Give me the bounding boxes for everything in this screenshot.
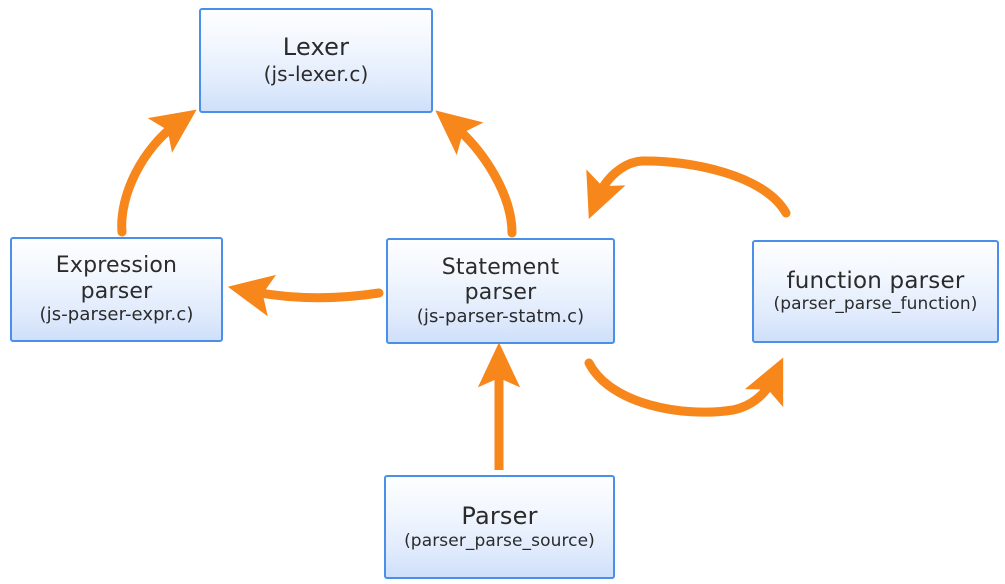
node-statement-parser[interactable]: Statement parser (js-parser-statm.c): [386, 238, 615, 344]
node-function-parser[interactable]: function parser (parser_parse_function): [752, 240, 999, 343]
node-statement-parser-title: Statement parser: [441, 254, 560, 306]
node-parser[interactable]: Parser (parser_parse_source): [384, 475, 615, 579]
edge-function-to-statement: [586, 156, 791, 219]
node-expression-parser-subtitle: (js-parser-expr.c): [39, 304, 194, 326]
node-statement-parser-subtitle: (js-parser-statm.c): [416, 305, 585, 327]
node-expression-parser[interactable]: Expression parser (js-parser-expr.c): [10, 237, 223, 342]
edge-statement-to-lexer: [435, 110, 517, 238]
node-parser-subtitle: (parser_parse_source): [404, 530, 595, 551]
node-expression-parser-title: Expression parser: [55, 253, 178, 304]
edge-statement-to-function: [584, 357, 784, 417]
edge-statement-to-expression: [227, 274, 384, 317]
node-lexer[interactable]: Lexer (js-lexer.c): [199, 8, 433, 113]
node-lexer-title: Lexer: [282, 33, 350, 62]
node-function-parser-subtitle: (parser_parse_function): [773, 294, 978, 315]
node-lexer-subtitle: (js-lexer.c): [263, 62, 369, 87]
node-function-parser-title: function parser: [786, 267, 965, 294]
edge-expression-to-lexer: [117, 109, 197, 237]
node-parser-title: Parser: [461, 501, 538, 530]
